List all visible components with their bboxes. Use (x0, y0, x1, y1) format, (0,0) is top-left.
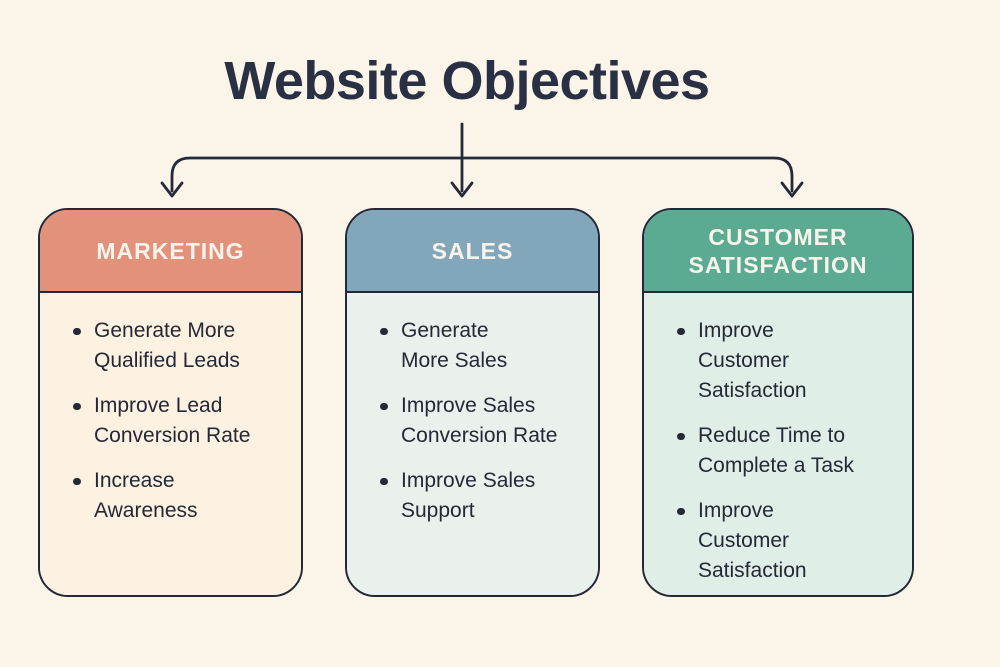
card-title: SALES (431, 237, 514, 264)
list-item: Increase Awareness (73, 466, 291, 526)
card-title: MARKETING (96, 237, 245, 264)
list-item: Reduce Time to Complete a Task (677, 421, 902, 481)
card-header: CUSTOMER SATISFACTION (644, 210, 912, 293)
list-item: Improve Customer Satisfaction (677, 316, 902, 406)
card-header: MARKETING (40, 210, 301, 293)
branch-bracket-line (170, 156, 794, 193)
right-arrow-down-icon (780, 181, 804, 198)
card-header: SALES (347, 210, 598, 293)
center-arrow-down-icon (450, 181, 474, 198)
card-title: CUSTOMER SATISFACTION (688, 223, 868, 278)
list-item: Improve Lead Conversion Rate (73, 391, 291, 451)
list-item: Improve Sales Support (380, 466, 588, 526)
list-item: Generate More Sales (380, 316, 588, 376)
card-customer-satisfaction: CUSTOMER SATISFACTION Improve Customer S… (642, 208, 914, 597)
left-arrow-down-icon (160, 181, 184, 198)
list-item: Improve Customer Satisfaction (677, 496, 902, 586)
list-item: Improve Sales Conversion Rate (380, 391, 588, 451)
list-item: Generate More Qualified Leads (73, 316, 291, 376)
page-title: Website Objectives (224, 51, 710, 111)
